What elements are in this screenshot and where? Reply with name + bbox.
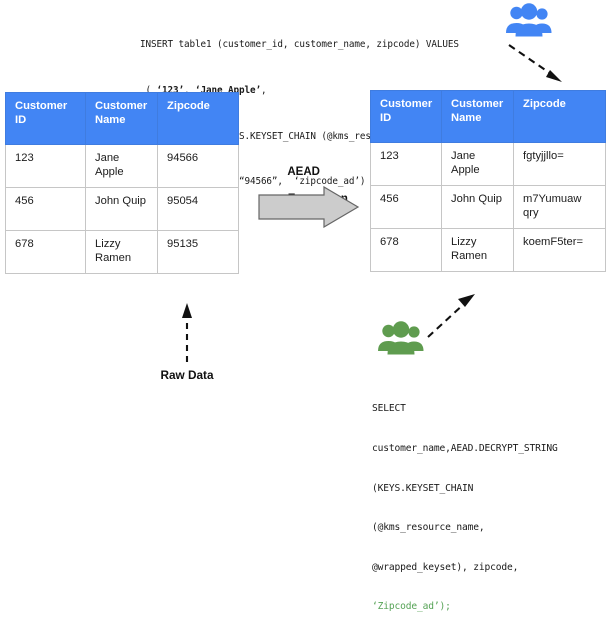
right-cell-id-0: 123 (370, 142, 442, 186)
table-row: 456 John Quip m7Yumuaw qry (370, 185, 606, 229)
select-sql-line-3: (KEYS.KEYSET_CHAIN (372, 482, 474, 494)
people-group-icon-writer (506, 3, 552, 37)
table-row: 456 John Quip 95054 (5, 187, 239, 231)
select-sql-statement: SELECT customer_name,AEAD.DECRYPT_STRING… (372, 376, 608, 640)
left-cell-zip-0: 94566 (157, 144, 239, 188)
right-header-customer-name: Customer Name (441, 90, 514, 143)
left-cell-id-1: 456 (5, 187, 86, 231)
table-row: 123 Jane Apple fgtyjjllo= (370, 142, 606, 186)
reader-to-table-connector-arrow (427, 294, 475, 338)
left-header-customer-id: Customer ID (5, 92, 86, 145)
left-cell-zip-1: 95054 (157, 187, 239, 231)
right-cell-id-1: 456 (370, 185, 442, 229)
select-sql-line-5: @wrapped_keyset), zipcode, (372, 561, 519, 573)
left-header-customer-name: Customer Name (85, 92, 158, 145)
right-header-customer-id: Customer ID (370, 90, 442, 143)
right-cell-zip-0: fgtyjjllo= (513, 142, 606, 186)
table-row: 678 Lizzy Ramen 95135 (5, 230, 239, 274)
left-header-zipcode: Zipcode (157, 92, 239, 145)
left-cell-name-1: John Quip (85, 187, 158, 231)
left-cell-id-2: 678 (5, 230, 86, 274)
raw-data-table: Customer ID Customer Name Zipcode 123 Ja… (5, 92, 239, 274)
table-header-row: Customer ID Customer Name Zipcode (370, 90, 606, 143)
left-cell-name-0: Jane Apple (85, 144, 158, 188)
left-cell-name-2: Lizzy Ramen (85, 230, 158, 274)
right-cell-zip-2: koemF5ter= (513, 228, 606, 272)
select-sql-line-2: customer_name,AEAD.DECRYPT_STRING (372, 443, 558, 455)
right-cell-name-1: John Quip (441, 185, 514, 229)
right-cell-name-2: Lizzy Ramen (441, 228, 514, 272)
right-cell-zip-1: m7Yumuaw qry (513, 185, 606, 229)
insert-value-customer-id: ‘123’ (156, 85, 185, 97)
left-cell-id-0: 123 (5, 144, 86, 188)
right-cell-name-0: Jane Apple (441, 142, 514, 186)
right-cell-id-2: 678 (370, 228, 442, 272)
encryption-flow-arrow-icon (258, 186, 360, 228)
encrypted-data-table: Customer ID Customer Name Zipcode 123 Ja… (370, 90, 606, 272)
insert-sql-line-1: INSERT table1 (customer_id, customer_nam… (140, 39, 459, 51)
people-group-icon-reader (378, 321, 424, 355)
left-cell-zip-2: 95135 (157, 230, 239, 274)
select-sql-line-4: (@kms_resource_name, (372, 522, 485, 534)
table-row: 678 Lizzy Ramen koemF5ter= (370, 228, 606, 272)
right-header-zipcode: Zipcode (513, 90, 606, 143)
table-header-row: Customer ID Customer Name Zipcode (5, 92, 239, 145)
writer-to-table-connector-arrow (508, 44, 562, 82)
select-sql-keyset-name: ‘Zipcode_ad’); (372, 601, 451, 613)
select-sql-line-1: SELECT (372, 403, 406, 415)
diagram-canvas: INSERT table1 (customer_id, customer_nam… (5, 3, 606, 612)
raw-data-connector-arrow (182, 303, 192, 362)
aead-label-line-1: AEAD (287, 165, 320, 178)
insert-value-customer-name: ‘Jane Apple’ (195, 85, 261, 97)
table-row: 123 Jane Apple 94566 (5, 144, 239, 188)
raw-data-label: Raw Data (160, 368, 214, 382)
insert-sql-line-2: ( ‘123’, ‘Jane Apple’, (140, 85, 267, 97)
